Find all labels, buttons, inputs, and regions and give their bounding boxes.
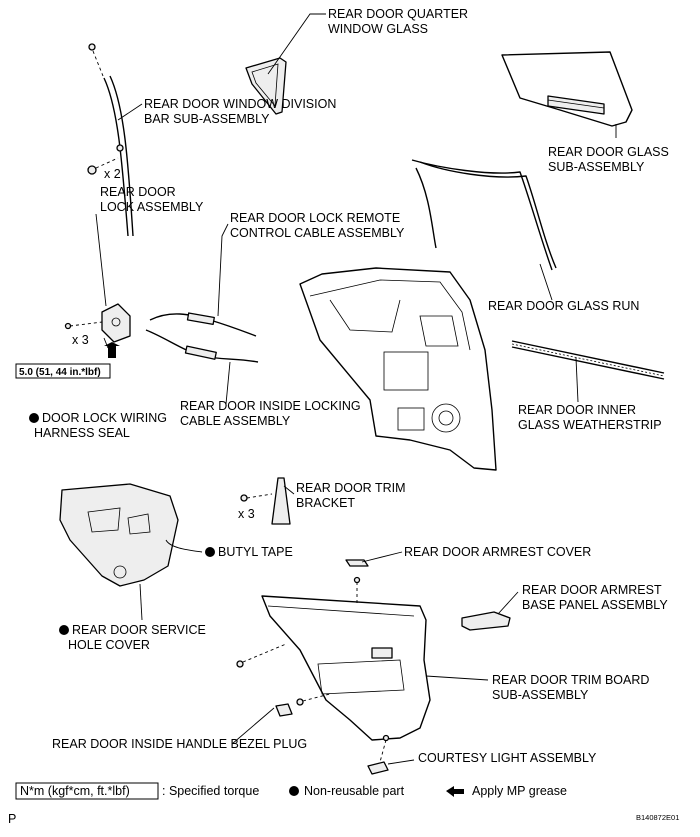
- service-cover-dot-icon: [59, 625, 69, 635]
- figure-code: B140872E01: [636, 813, 679, 822]
- label-armrest-base-1: REAR DOOR ARMREST: [522, 583, 662, 597]
- door-lock-part: [64, 303, 131, 343]
- label-armrest-base-2: BASE PANEL ASSEMBLY: [522, 598, 668, 612]
- label-remote-cable-2: CONTROL CABLE ASSEMBLY: [230, 226, 405, 240]
- courtesy-light-part: [367, 734, 390, 775]
- label-weatherstrip-2: GLASS WEATHERSTRIP: [518, 418, 662, 432]
- label-weatherstrip-1: REAR DOOR INNER: [518, 403, 636, 417]
- armrest-cover-part: [345, 559, 369, 604]
- torque-box: [15, 363, 111, 379]
- label-service-cover-2: HOLE COVER: [68, 638, 150, 652]
- label-x3-bracket: x 3: [238, 507, 255, 521]
- label-trim-board-2: SUB-ASSEMBLY: [492, 688, 589, 702]
- door-panel-part: [299, 267, 497, 471]
- label-locking-cable-2: CABLE ASSEMBLY: [180, 414, 291, 428]
- nonreusable-dot-icon: [29, 413, 39, 423]
- label-locking-cable-1: REAR DOOR INSIDE LOCKING: [180, 399, 361, 413]
- rear-door-glass-part: [501, 51, 633, 127]
- label-torque: 5.0 (51, 44 in.*lbf): [19, 367, 101, 378]
- legend: N*m (kgf*cm, ft.*lbf) : Specified torque…: [15, 782, 567, 800]
- grease-arrow-icon: [104, 342, 120, 358]
- trim-board-part: [236, 595, 431, 741]
- legend-nonreusable: Non-reusable part: [304, 784, 405, 798]
- inner-weatherstrip-part: [511, 340, 665, 380]
- armrest-base-part: [461, 611, 511, 631]
- label-division-bar-2: BAR SUB-ASSEMBLY: [144, 112, 270, 126]
- butyl-dot-icon: [205, 547, 215, 557]
- legend-grease: Apply MP grease: [472, 784, 567, 798]
- label-service-cover-1: REAR DOOR SERVICE: [72, 623, 206, 637]
- label-trim-bracket-1: REAR DOOR TRIM: [296, 481, 406, 495]
- label-wiring-seal-1: DOOR LOCK WIRING: [42, 411, 167, 425]
- legend-torque-text: : Specified torque: [162, 784, 259, 798]
- trim-bracket-part: [240, 477, 291, 525]
- locking-cable-part: [145, 329, 259, 363]
- label-quarter-glass-1: REAR DOOR QUARTER: [328, 7, 468, 21]
- label-lock-2: LOCK ASSEMBLY: [100, 200, 204, 214]
- glass-run-part: [411, 159, 557, 271]
- handle-bezel-plug-part: [275, 703, 293, 717]
- remote-cable-part: [149, 312, 257, 337]
- label-wiring-seal-2: HARNESS SEAL: [34, 426, 130, 440]
- legend-dot-icon: [289, 786, 299, 796]
- label-x3-lock: x 3: [72, 333, 89, 347]
- label-handle-bezel: REAR DOOR INSIDE HANDLE BEZEL PLUG: [52, 737, 307, 751]
- legend-torque-unit: N*m (kgf*cm, ft.*lbf): [20, 784, 130, 798]
- label-armrest-cover: REAR DOOR ARMREST COVER: [404, 545, 591, 559]
- label-courtesy-light: COURTESY LIGHT ASSEMBLY: [418, 751, 597, 765]
- label-lock-1: REAR DOOR: [100, 185, 176, 199]
- label-glass-sub-2: SUB-ASSEMBLY: [548, 160, 645, 174]
- window-division-bar-part: [87, 43, 134, 237]
- footer-left: P: [8, 812, 16, 826]
- label-trim-bracket-2: BRACKET: [296, 496, 355, 510]
- label-butyl-tape: BUTYL TAPE: [218, 545, 293, 559]
- label-glass-run: REAR DOOR GLASS RUN: [488, 299, 639, 313]
- label-quarter-glass-2: WINDOW GLASS: [328, 22, 428, 36]
- label-glass-sub-1: REAR DOOR GLASS: [548, 145, 669, 159]
- label-trim-board-1: REAR DOOR TRIM BOARD: [492, 673, 649, 687]
- label-division-bar-1: REAR DOOR WINDOW DIVISION: [144, 97, 336, 111]
- label-remote-cable-1: REAR DOOR LOCK REMOTE: [230, 211, 400, 225]
- legend-arrow-icon: [446, 786, 464, 797]
- label-x2: x 2: [104, 167, 121, 181]
- service-hole-cover-part: [59, 483, 203, 587]
- leader-lines: [95, 13, 617, 765]
- quarter-window-glass-part: [245, 57, 287, 115]
- legend-torque-box: [15, 782, 159, 800]
